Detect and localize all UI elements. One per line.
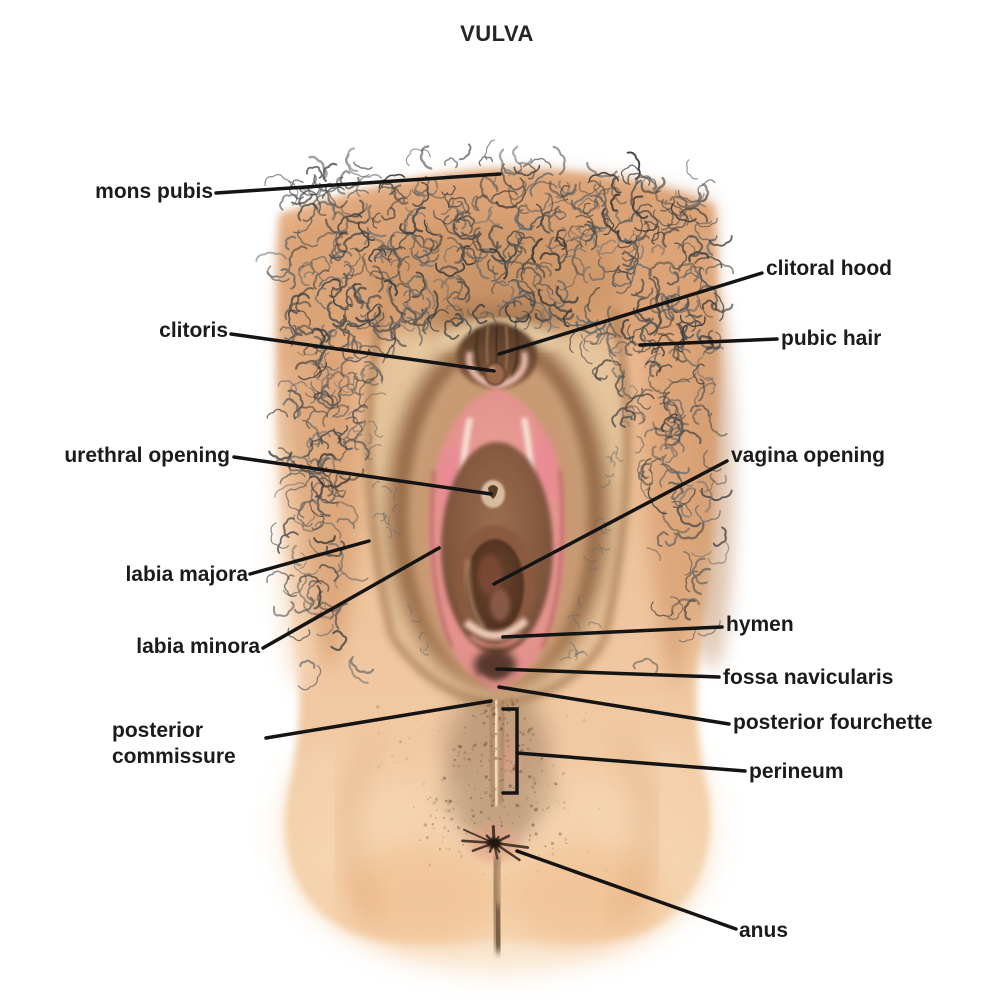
leader-labia-majora [248,539,371,576]
leader-clitoral-hood [497,271,764,356]
leader-perineum [515,751,747,773]
leader-hymen [501,625,724,639]
label-urethral-opening: urethral opening [64,444,230,467]
diagram-title: VULVA [460,21,534,46]
label-anus: anus [739,919,789,942]
leader-anus [515,849,738,931]
inner-vulva [365,309,631,706]
anus-mark [461,824,530,953]
leader-urethral-opening [232,455,493,496]
label-perineum: perineum [749,760,844,783]
label-labia-minora: labia minora [136,635,260,658]
pubic-hair-strokes [255,139,735,691]
leader-fossa-navicularis [495,667,721,679]
sparse-hair-scribbles [348,405,635,662]
label-mons-pubis: mons pubis [95,180,213,203]
clitoris [484,362,506,386]
fossa-navicularis [474,649,516,681]
label-vagina-opening: vagina opening [731,444,886,467]
perineum-raphe [489,699,505,807]
leader-pubic-hair [638,337,779,347]
label-posterior-fourchette: posterior fourchette [733,711,933,734]
leader-vagina-opening [492,459,729,586]
label-fossa-navicularis: fossa navicularis [723,666,894,689]
perineum-bracket [501,707,519,795]
leader-posterior-fourchette [497,685,731,726]
label-posterior-commissure: posterior commissure [112,719,236,768]
leader-labia-minora [261,546,441,650]
label-clitoral-hood: clitoral hood [766,257,892,280]
leader-lines [214,172,779,931]
leader-mons-pubis [214,172,502,195]
label-clitoris: clitoris [159,319,228,342]
label-labia-majora: labia majora [125,563,248,586]
label-hymen: hymen [726,613,794,636]
label-pubic-hair: pubic hair [781,327,882,350]
leader-clitoris [229,332,496,373]
leader-posterior-commissure [264,699,493,740]
